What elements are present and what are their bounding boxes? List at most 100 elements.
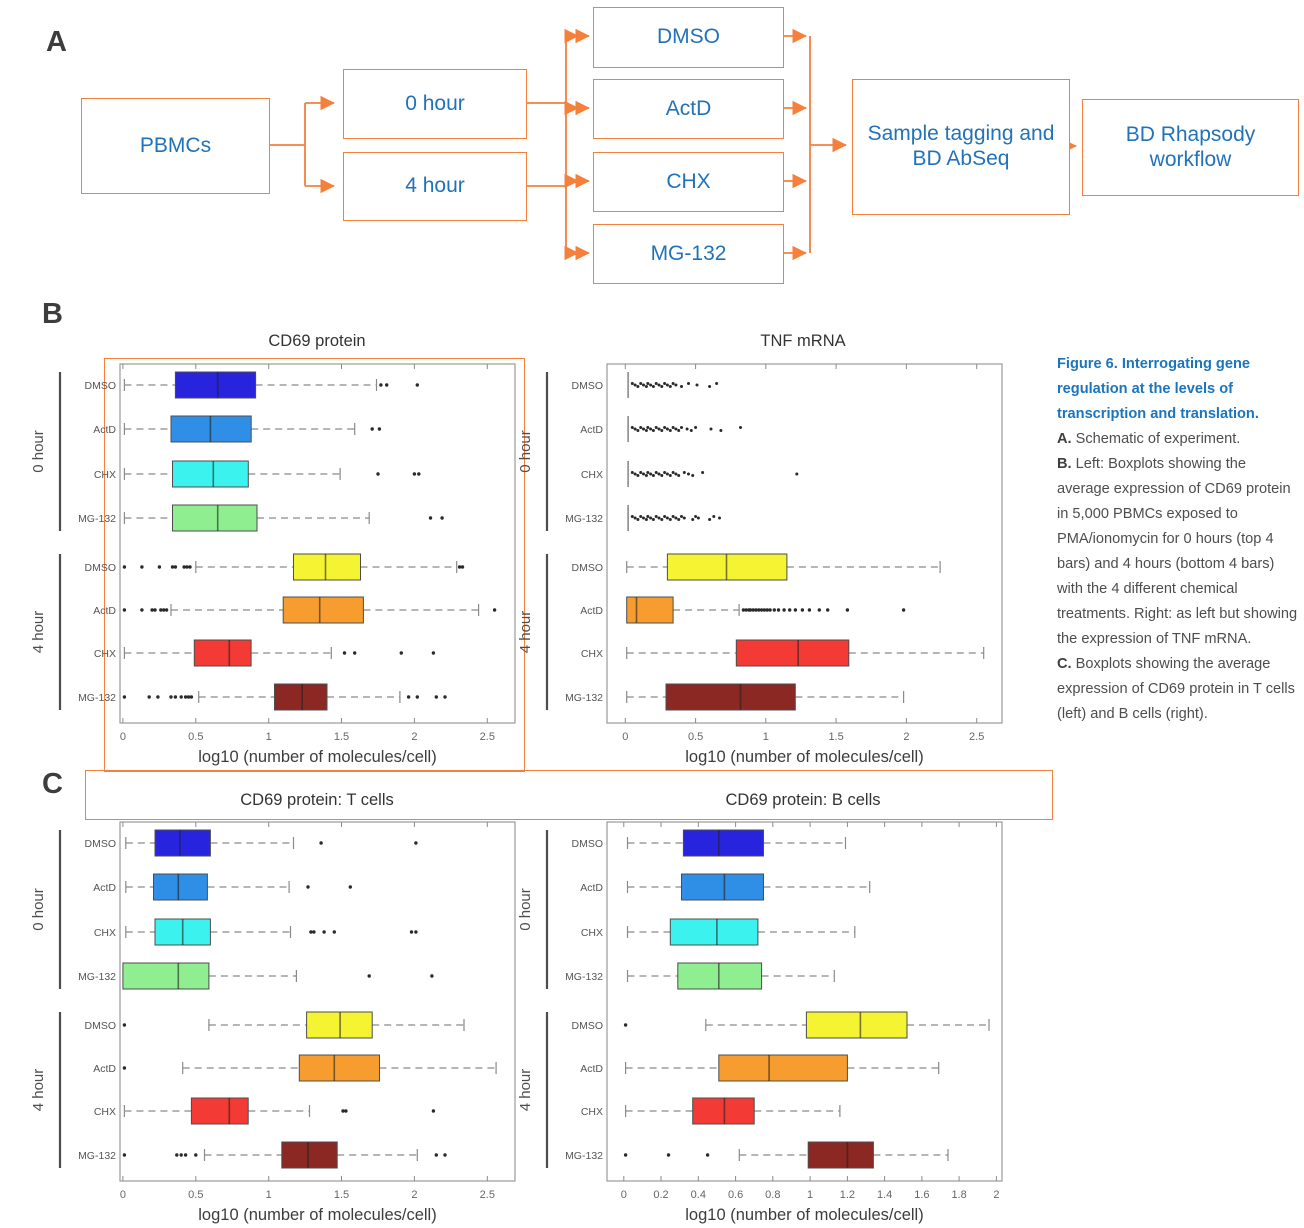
svg-text:4 hour: 4 hour (517, 611, 534, 654)
svg-text:0.5: 0.5 (188, 731, 203, 743)
svg-text:CHX: CHX (581, 469, 603, 481)
flow-label-chx: CHX (666, 169, 711, 193)
b-left-title: CD69 protein (268, 332, 366, 350)
caption-b-text: Left: Boxplots showing the average expre… (1057, 456, 1298, 647)
flow-box-chx: CHX (593, 152, 784, 212)
svg-text:DMSO: DMSO (85, 838, 117, 850)
svg-text:0.2: 0.2 (653, 1189, 668, 1201)
caption-a: A. Schematic of experiment. (1057, 427, 1300, 452)
svg-text:MG-132: MG-132 (78, 971, 116, 983)
c-title-orange-frame (85, 770, 1053, 820)
svg-text:log10 (number of molecules/cel: log10 (number of molecules/cell) (198, 1206, 436, 1224)
svg-text:ActD: ActD (93, 605, 116, 617)
svg-text:ActD: ActD (93, 882, 116, 894)
svg-text:4 hour: 4 hour (30, 1069, 47, 1112)
boxplot-svg: 0 0.5 1 1.5 2 2.5 log10 (number of molecules/c… (30, 363, 516, 766)
c-right-title: CD69 protein: B cells (725, 791, 881, 809)
svg-text:DMSO: DMSO (572, 838, 604, 850)
caption-a-text: Schematic of experiment. (1071, 431, 1241, 447)
b-left-orange-frame (104, 358, 525, 772)
svg-text:ActD: ActD (93, 1063, 116, 1075)
svg-text:CHX: CHX (581, 1106, 603, 1118)
svg-text:MG-132: MG-132 (565, 1150, 603, 1162)
flow-label-0hour: 0 hour (405, 91, 465, 115)
b-right-title: TNF mRNA (760, 332, 846, 350)
svg-text:1: 1 (266, 731, 272, 743)
svg-text:0 hour: 0 hour (517, 888, 534, 931)
svg-text:1.5: 1.5 (334, 1189, 349, 1201)
flow-label-sample-tagging: Sample tagging and BD AbSeq (867, 122, 1055, 170)
flow-box-actd: ActD (593, 79, 784, 139)
section-label-a: A (46, 26, 67, 58)
flow-label-rhapsody: BD Rhapsody workflow (1125, 122, 1256, 171)
flow-label-mg132: MG-132 (650, 241, 727, 265)
svg-text:0 hour: 0 hour (30, 430, 47, 473)
flow-box-mg132: MG-132 (593, 224, 784, 284)
flow-box-sample-tagging: Sample tagging and BD AbSeq (852, 79, 1070, 215)
svg-text:2: 2 (411, 1189, 417, 1201)
svg-text:CHX: CHX (94, 469, 116, 481)
svg-text:DMSO: DMSO (572, 380, 604, 392)
svg-text:MG-132: MG-132 (565, 513, 603, 525)
svg-text:2.5: 2.5 (480, 1189, 495, 1201)
svg-text:DMSO: DMSO (572, 562, 604, 574)
svg-text:2.5: 2.5 (969, 731, 984, 743)
caption-a-label: A. (1057, 431, 1072, 447)
svg-text:0: 0 (120, 731, 126, 743)
boxplot-panel-cd69-protein: 0 0.5 1 1.5 2 2.5 log10 (number of molecules/c… (30, 356, 530, 775)
caption-c-label: C. (1057, 656, 1072, 672)
svg-text:ActD: ActD (580, 1063, 603, 1075)
svg-text:1: 1 (807, 1189, 813, 1201)
section-label-b: B (42, 298, 63, 330)
figure-caption: Figure 6. Interrogating gene regulation … (1057, 352, 1300, 727)
svg-text:MG-132: MG-132 (565, 692, 603, 704)
svg-text:MG-132: MG-132 (78, 1150, 116, 1162)
svg-text:2: 2 (993, 1189, 999, 1201)
svg-text:DMSO: DMSO (85, 1020, 117, 1032)
svg-text:ActD: ActD (580, 424, 603, 436)
caption-b: B. Left: Boxplots showing the average ex… (1057, 452, 1300, 652)
flow-box-pbmcs: PBMCs (81, 98, 270, 194)
svg-text:2: 2 (411, 731, 417, 743)
svg-text:MG-132: MG-132 (565, 971, 603, 983)
caption-title: Figure 6. Interrogating gene regulation … (1057, 356, 1259, 422)
svg-text:1: 1 (266, 1189, 272, 1201)
svg-text:2: 2 (903, 731, 909, 743)
svg-text:MG-132: MG-132 (78, 513, 116, 525)
flow-label-dmso: DMSO (657, 25, 720, 49)
svg-text:log10 (number of molecules/cel: log10 (number of molecules/cell) (198, 748, 436, 766)
svg-text:1.4: 1.4 (877, 1189, 892, 1201)
flow-box-0hour: 0 hour (343, 69, 527, 139)
svg-text:0: 0 (622, 731, 628, 743)
svg-text:DMSO: DMSO (85, 380, 117, 392)
svg-text:CHX: CHX (581, 648, 603, 660)
caption-c: C. Boxplots showing the average expressi… (1057, 652, 1300, 727)
svg-text:1.8: 1.8 (951, 1189, 966, 1201)
section-label-c: C (42, 768, 63, 800)
svg-text:0.6: 0.6 (728, 1189, 743, 1201)
svg-text:log10 (number of molecules/cel: log10 (number of molecules/cell) (685, 1206, 923, 1224)
svg-text:0 hour: 0 hour (517, 430, 534, 473)
svg-text:log10 (number of molecules/cel: log10 (number of molecules/cell) (685, 748, 923, 766)
flow-label-actd: ActD (665, 96, 712, 120)
svg-text:MG-132: MG-132 (78, 692, 116, 704)
caption-c-text: Boxplots showing the average expression … (1057, 656, 1295, 722)
svg-text:1.5: 1.5 (334, 731, 349, 743)
svg-text:CHX: CHX (94, 1106, 116, 1118)
svg-text:CHX: CHX (581, 927, 603, 939)
svg-text:CHX: CHX (94, 927, 116, 939)
svg-text:2.5: 2.5 (480, 731, 495, 743)
flow-box-4hour: 4 hour (343, 152, 527, 221)
svg-text:DMSO: DMSO (572, 1020, 604, 1032)
svg-text:4 hour: 4 hour (517, 1069, 534, 1112)
svg-text:0: 0 (120, 1189, 126, 1201)
svg-text:0 hour: 0 hour (30, 888, 47, 931)
svg-text:0: 0 (621, 1189, 627, 1201)
svg-text:ActD: ActD (580, 882, 603, 894)
flow-box-dmso: DMSO (593, 7, 784, 68)
